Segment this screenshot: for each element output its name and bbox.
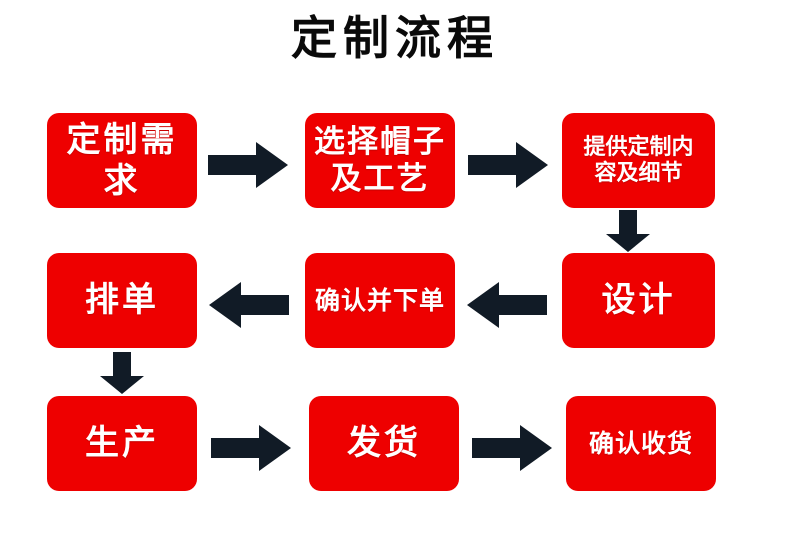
flow-node-shipping[interactable]: 发货 xyxy=(309,396,459,491)
arrow-right-icon-2 xyxy=(468,140,548,190)
flow-node-production[interactable]: 生产 xyxy=(47,396,197,491)
arrow-down-icon-3 xyxy=(604,210,652,252)
arrow-left-icon-4 xyxy=(467,280,547,330)
flow-node-label: 确认收货 xyxy=(588,428,693,458)
page-title: 定制流程 xyxy=(291,11,499,65)
arrow-right-icon-7 xyxy=(211,423,291,473)
arrow-down-icon-6 xyxy=(98,352,146,394)
flow-node-label: 发货 xyxy=(347,423,421,464)
arrow-left-icon-5 xyxy=(209,280,289,330)
flow-node-label: 排单 xyxy=(85,280,159,321)
flow-node-provide-details[interactable]: 提供定制内 容及细节 xyxy=(562,113,715,208)
flow-node-confirm-order[interactable]: 确认并下单 xyxy=(305,253,455,348)
flow-node-label: 选择帽子 及工艺 xyxy=(314,123,446,197)
flow-node-design[interactable]: 设计 xyxy=(562,253,715,348)
flow-node-label: 确认并下单 xyxy=(314,285,445,315)
arrow-right-icon-8 xyxy=(472,423,552,473)
flow-node-custom-requirement[interactable]: 定制需求 xyxy=(47,113,197,208)
flow-node-label: 提供定制内 容及细节 xyxy=(583,133,694,186)
flow-node-label: 定制需求 xyxy=(66,120,178,201)
flow-node-confirm-receipt[interactable]: 确认收货 xyxy=(566,396,716,491)
flow-node-schedule-order[interactable]: 排单 xyxy=(47,253,197,348)
flow-node-select-hat-craft[interactable]: 选择帽子 及工艺 xyxy=(305,113,455,208)
flow-node-label: 生产 xyxy=(85,423,159,464)
arrow-right-icon-1 xyxy=(208,140,288,190)
flow-node-label: 设计 xyxy=(601,280,676,321)
